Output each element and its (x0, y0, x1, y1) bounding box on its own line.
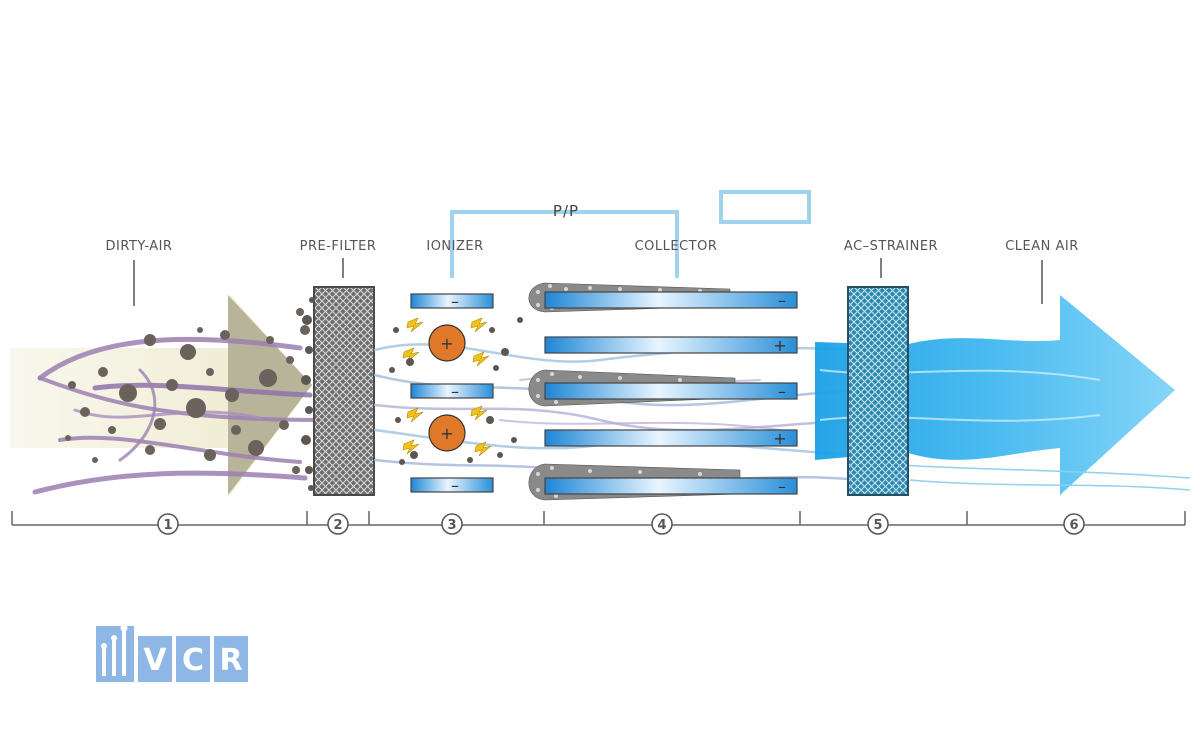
stage-marker-6: 6 (1063, 513, 1085, 535)
ac-strainer (847, 286, 909, 496)
stage-number: 5 (873, 518, 882, 533)
collector-minus-sign: – (778, 382, 786, 401)
stage-marker-3: 3 (441, 513, 463, 535)
charged-particles (389, 317, 523, 465)
ionizer-minus-sign: – (451, 292, 459, 311)
ac-strainer-label: AC–STRAINER (844, 239, 938, 254)
logo-letter: V (143, 643, 167, 678)
ionizer-minus-sign: – (451, 476, 459, 495)
stage-marker-2: 2 (327, 513, 349, 535)
ion-plus-sign: + (440, 424, 453, 443)
stage-marker-5: 5 (867, 513, 889, 535)
positive-ion: + (428, 324, 466, 362)
stage-marker-4: 4 (651, 513, 673, 535)
clean-air-label: CLEAN AIR (1005, 239, 1079, 254)
pre-filter-label: PRE-FILTER (300, 239, 377, 254)
dirty-air-fibers (32, 336, 322, 495)
ionizer-label: IONIZER (426, 239, 483, 254)
dirt-particles (65, 308, 310, 474)
collector-label: COLLECTOR (635, 239, 718, 254)
stage-number: 1 (163, 518, 172, 533)
stage-number: 4 (657, 518, 666, 533)
collector-minus-sign: – (778, 477, 786, 496)
logo-letter: R (219, 643, 242, 678)
collector-plates: – + – + – (528, 282, 798, 501)
pre-filter (301, 286, 375, 496)
stage-number: 3 (447, 518, 456, 533)
collector-plus-sign: + (773, 429, 786, 448)
stage-timeline (11, 511, 1186, 526)
stage-number: 6 (1069, 518, 1078, 533)
collector-dust-specks (536, 284, 702, 498)
spark-icons (402, 317, 492, 457)
pp-label: P/P (553, 202, 579, 220)
ionizer-minus-sign: – (451, 382, 459, 401)
logo-mark-icon (101, 624, 128, 676)
vcr-logo: V C R (96, 624, 248, 682)
stage-marker-1: 1 (157, 513, 179, 535)
logo-letter: C (182, 643, 204, 678)
dirty-air-label: DIRTY-AIR (106, 239, 173, 254)
stage-number: 2 (333, 518, 342, 533)
collector-minus-sign: – (778, 291, 786, 310)
positive-ion: + (428, 414, 466, 452)
power-wiring (450, 190, 811, 278)
ionizer-plates: – – – (410, 292, 494, 495)
collector-plus-sign: + (773, 336, 786, 355)
airflow-lines (373, 343, 862, 483)
ion-plus-sign: + (440, 334, 453, 353)
stage-markers: 1 2 3 4 5 6 (157, 513, 1085, 535)
component-labels: DIRTY-AIR PRE-FILTER IONIZER COLLECTOR A… (106, 239, 1079, 306)
